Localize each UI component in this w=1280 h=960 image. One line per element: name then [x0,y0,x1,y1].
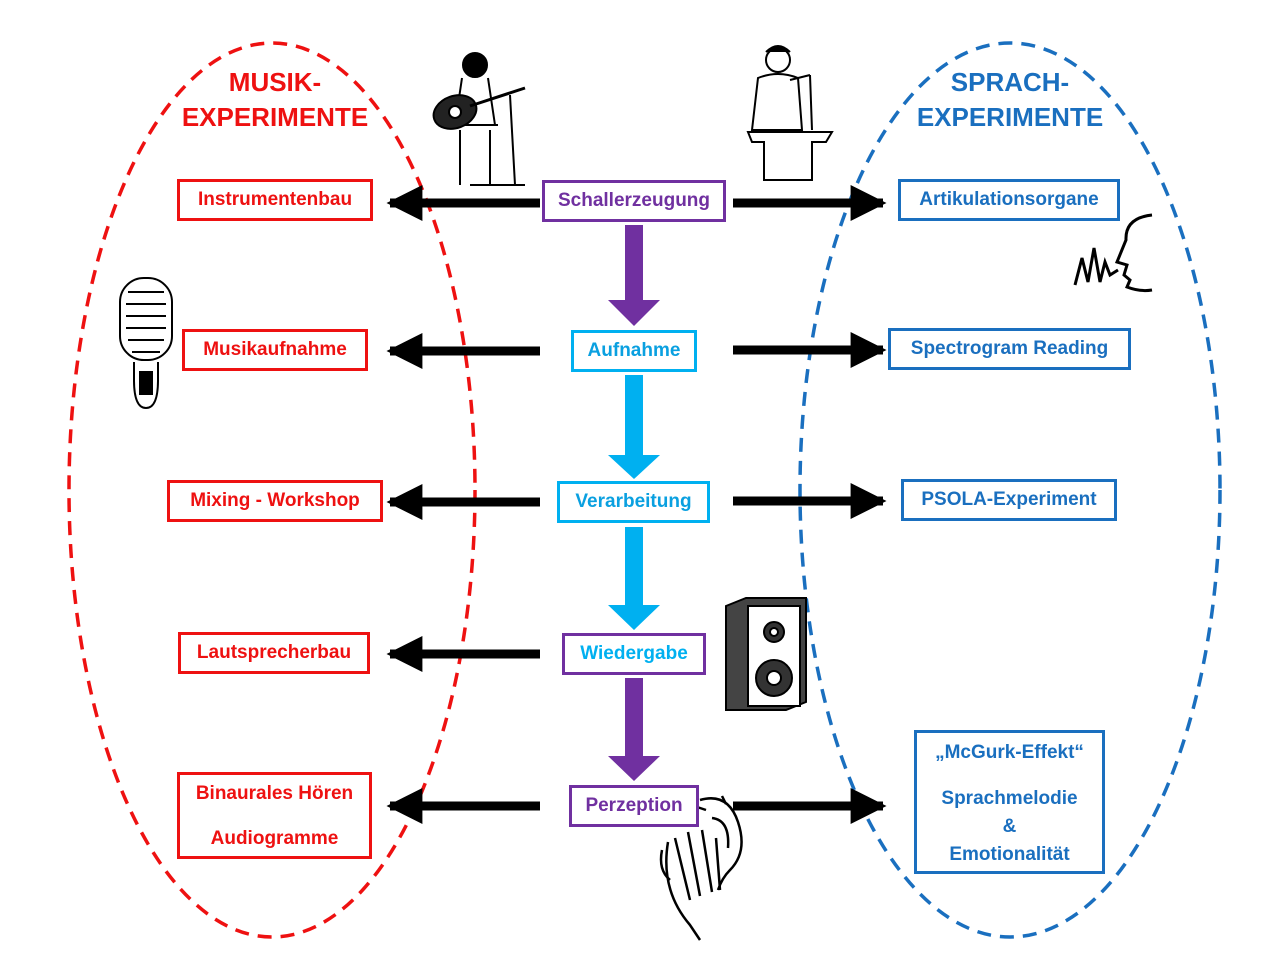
process-arrow [608,678,660,781]
process-step-perzeption: Perzeption [569,785,699,827]
microphone-icon [119,277,173,410]
musik-ellipse [67,41,477,939]
process-step-aufnahme: Aufnahme [571,330,697,372]
process-step-schallerzeugung: Schallerzeugung [542,180,726,222]
process-step-wiedergabe: Wiedergabe [562,633,706,675]
musik-item-instrumentenbau: Instrumentenbau [177,179,373,221]
guitarist-icon [432,52,526,186]
musik-item-binaural: Binaurales Hören Audiogramme [177,772,372,859]
musik-item-binaural-line2: Audiogramme [210,827,339,849]
sprach-item-psola: PSOLA-Experiment [901,479,1117,521]
sprach-item-mcgurk-line2: Sprachmelodie [941,788,1078,809]
musik-item-musikaufnahme: Musikaufnahme [182,329,368,371]
sprach-item-mcgurk-line1: „McGurk-Effekt“ [935,742,1084,763]
sprach-item-artikulationsorgane: Artikulationsorgane [898,179,1120,221]
sprach-ellipse [798,41,1222,939]
process-arrow [608,527,660,630]
process-arrow [608,225,660,326]
sprach-item-mcgurk-line3: & [1002,816,1017,837]
left-arrows [386,185,540,824]
process-arrow [608,375,660,479]
right-arrows [733,185,887,824]
sprach-title: SPRACH- EXPERIMENTE [916,67,1104,132]
process-step-verarbeitung: Verarbeitung [557,481,710,523]
sprach-item-mcgurk: „McGurk-Effekt“ Sprachmelodie & Emotiona… [914,730,1105,874]
musik-title: MUSIK- EXPERIMENTE [181,67,369,132]
speaker-at-podium-icon [746,45,834,181]
musik-item-binaural-line1: Binaurales Hören [195,782,354,804]
sprach-item-mcgurk-line4: Emotionalität [949,844,1070,865]
loudspeaker-icon [725,597,807,711]
musik-item-mixing-workshop: Mixing - Workshop [167,480,383,522]
listening-ear-icon [659,795,743,941]
speaking-head-icon [1073,213,1153,293]
musik-item-lautsprecherbau: Lautsprecherbau [178,632,370,674]
sprach-item-spectrogram-reading: Spectrogram Reading [888,328,1131,370]
